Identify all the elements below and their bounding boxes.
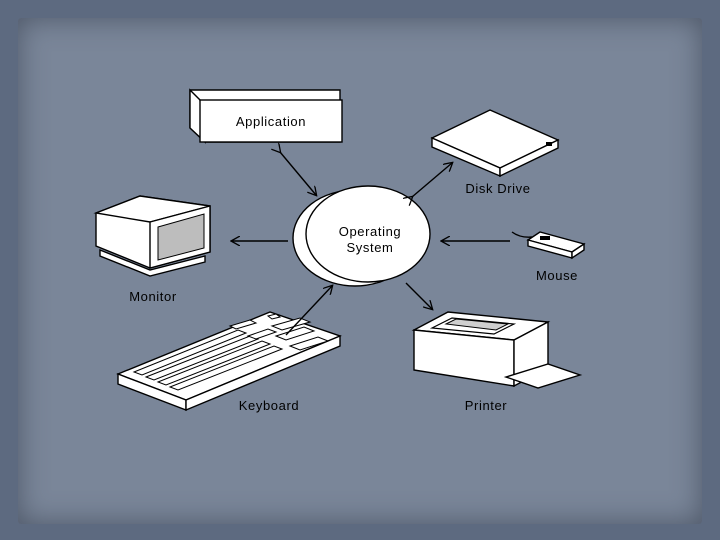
keyboard-node: Keyboard bbox=[116, 311, 342, 413]
keyboard-label: Keyboard bbox=[239, 398, 299, 413]
arrow-disk-os bbox=[412, 163, 452, 197]
arrow-application-os bbox=[280, 152, 316, 195]
os-label-line2: System bbox=[347, 240, 394, 255]
monitor-label: Monitor bbox=[129, 289, 177, 304]
disk-drive-label: Disk Drive bbox=[465, 181, 530, 196]
disk-drive-node: Disk Drive bbox=[430, 109, 560, 196]
arrow-keyboard-os bbox=[285, 286, 332, 336]
application-node: Application bbox=[189, 88, 343, 144]
arrow-os-printer bbox=[405, 282, 432, 309]
printer-node: Printer bbox=[411, 311, 583, 413]
operating-system-node: Operating System bbox=[292, 185, 431, 287]
connection-arrows bbox=[232, 152, 510, 336]
monitor-node: Monitor bbox=[93, 195, 211, 304]
os-label-line1: Operating bbox=[339, 224, 402, 239]
mouse-label: Mouse bbox=[536, 268, 578, 283]
application-label: Application bbox=[236, 114, 306, 129]
printer-label: Printer bbox=[465, 398, 508, 413]
mouse-node: Mouse bbox=[511, 231, 586, 283]
